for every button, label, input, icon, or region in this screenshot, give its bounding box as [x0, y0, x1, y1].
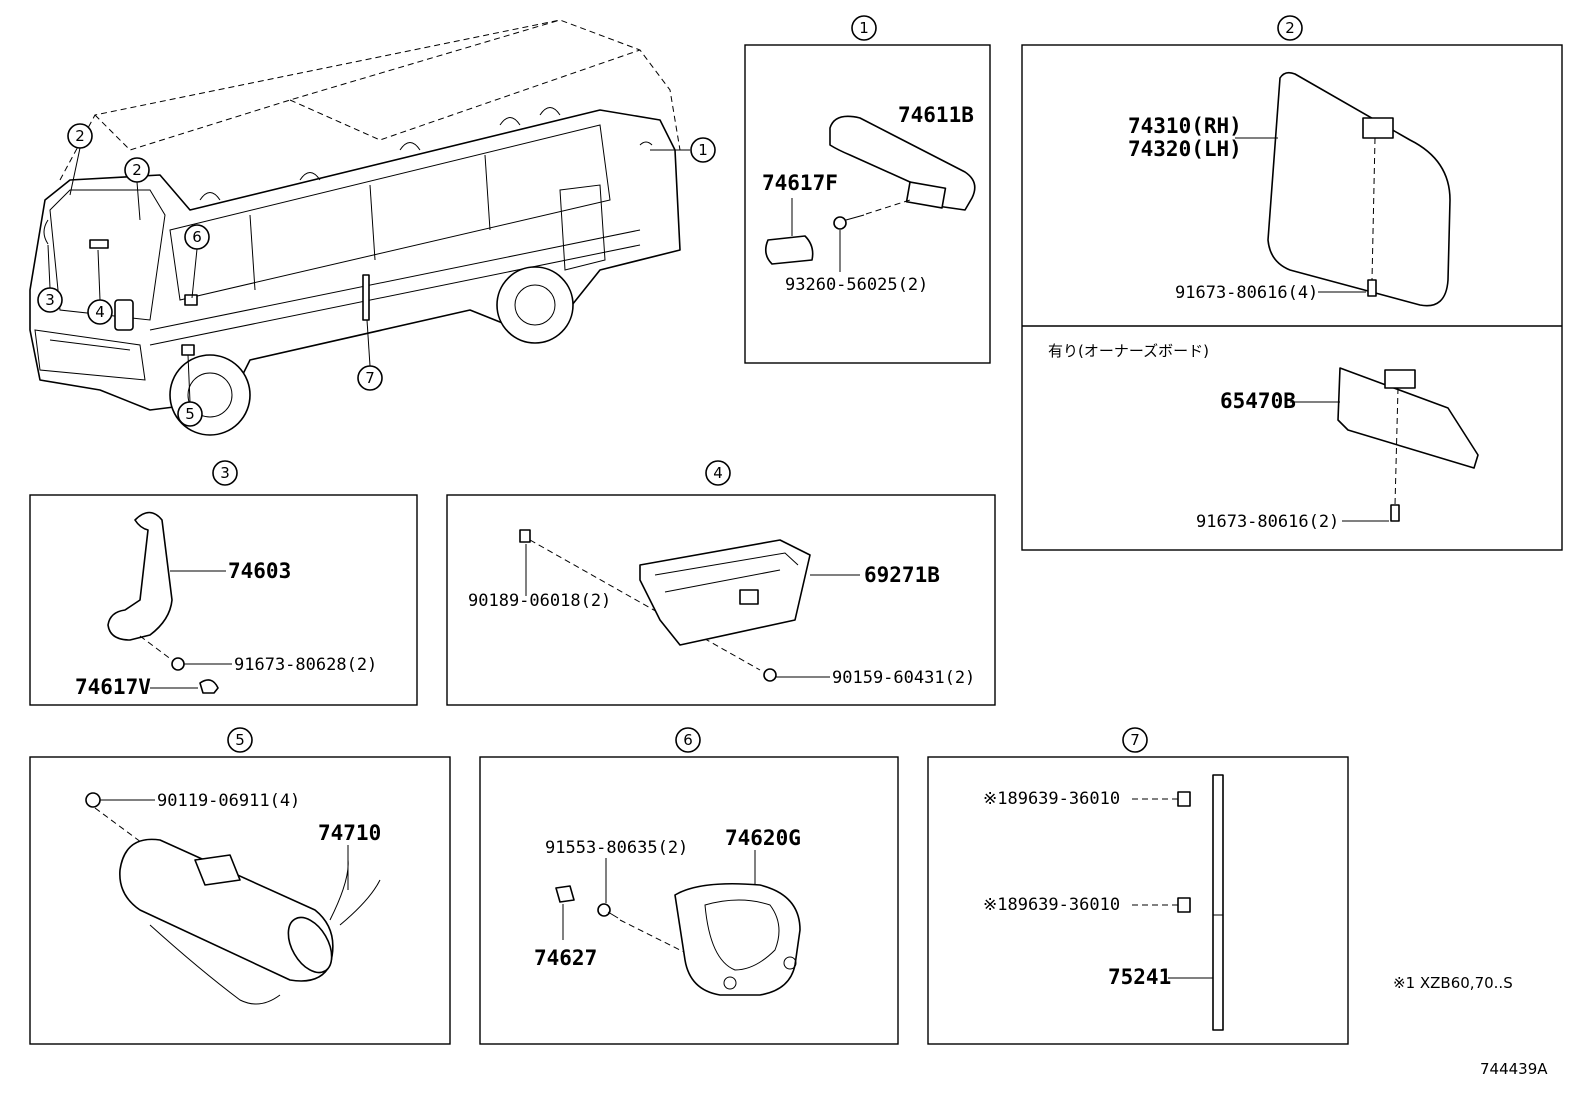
callout-2a-label: 2	[75, 127, 85, 145]
section-5-box	[29, 756, 451, 1045]
callout-2a	[67, 123, 93, 149]
assist-grip-74611b	[829, 115, 976, 211]
part-89639-36010-a: ※189639-36010	[983, 789, 1120, 809]
part-74620g: 74620G	[725, 826, 801, 850]
part-91673-80616-2: 91673-80616(2)	[1196, 512, 1339, 532]
diagram-code: 744439A	[1480, 1060, 1548, 1078]
part-74710: 74710	[318, 821, 381, 845]
pole-75241	[1212, 774, 1224, 1031]
section-5: 5 90119-06911(4) 74710	[29, 727, 451, 1045]
part-69271b: 69271B	[864, 563, 940, 587]
part-74611b: 74611B	[898, 103, 974, 127]
section-7-box	[927, 756, 1349, 1045]
section-6-box	[479, 756, 899, 1045]
sun-visor	[1267, 71, 1451, 307]
section-7: 7 ※189639-36010 ※189639-36010 75241	[927, 727, 1349, 1045]
holder-69271b	[639, 539, 811, 646]
callout-7-label: 7	[365, 369, 375, 387]
callout-3-label: 3	[45, 291, 55, 309]
callout-7	[357, 365, 383, 391]
section-3: 3 74603 91673-80628(2) 74617V	[29, 460, 418, 706]
callout-1	[690, 137, 716, 163]
assist-grip-74603	[107, 511, 173, 641]
section-6: 6 91553-80635(2) 74620G 74627	[479, 727, 899, 1045]
callout-2b-label: 2	[132, 161, 142, 179]
callout-4	[87, 299, 113, 325]
part-90189-06018: 90189-06018(2)	[468, 591, 611, 611]
section-7-number: 7	[1130, 731, 1140, 749]
section-2-box	[1021, 44, 1563, 551]
callout-4-label: 4	[95, 303, 105, 321]
part-74320-lh: 74320(LH)	[1128, 137, 1242, 161]
section-1: 1 74611B 74617F 93260-56025(2)	[744, 15, 991, 364]
part-91673-80616-4: 91673-80616(4)	[1175, 283, 1318, 303]
section-3-box	[29, 494, 418, 706]
section-4-number: 4	[713, 464, 723, 482]
owners-board	[1337, 367, 1479, 469]
callout-5	[177, 401, 203, 427]
part-91673-80628: 91673-80628(2)	[234, 655, 377, 675]
bus-illustration	[29, 19, 681, 436]
footnote: ※1 XZB60,70..S	[1393, 974, 1513, 992]
grip-74620g	[674, 883, 801, 996]
part-74617v: 74617V	[75, 675, 151, 699]
part-74627: 74627	[534, 946, 597, 970]
section-4: 4 90189-06018(2) 69271B 90159-60431(2)	[446, 460, 996, 706]
callout-2b	[124, 157, 150, 183]
callout-3	[37, 287, 63, 313]
section-1-box	[744, 44, 991, 364]
part-74603: 74603	[228, 559, 291, 583]
part-74617f: 74617F	[762, 171, 838, 195]
section-2: 2 74310(RH) 74320(LH) 91673-80616(4) 有り(…	[1021, 15, 1563, 551]
callout-5-label: 5	[185, 405, 195, 423]
section-3-number: 3	[220, 464, 230, 482]
vehicle-callouts: 1 2 2 3 4 5 6 7	[37, 123, 716, 427]
part-89639-36010-b: ※189639-36010	[983, 895, 1120, 915]
section-5-number: 5	[235, 731, 245, 749]
cap-74617f	[764, 235, 814, 265]
callout-6-label: 6	[192, 228, 202, 246]
part-90119-06911: 90119-06911(4)	[157, 791, 300, 811]
section-2-number: 2	[1285, 19, 1295, 37]
part-90159-60431: 90159-60431(2)	[832, 668, 975, 688]
section-6-number: 6	[683, 731, 693, 749]
callout-1-label: 1	[698, 141, 708, 159]
part-75241: 75241	[1108, 965, 1171, 989]
section-1-number: 1	[859, 19, 869, 37]
section-4-box	[446, 494, 996, 706]
part-91553-80635: 91553-80635(2)	[545, 838, 688, 858]
part-65470b: 65470B	[1220, 389, 1296, 413]
part-74310-rh: 74310(RH)	[1128, 114, 1242, 138]
callout-6	[184, 224, 210, 250]
part-93260-56025: 93260-56025(2)	[785, 275, 928, 295]
section-2-condition-note: 有り(オーナーズボード)	[1048, 342, 1209, 360]
